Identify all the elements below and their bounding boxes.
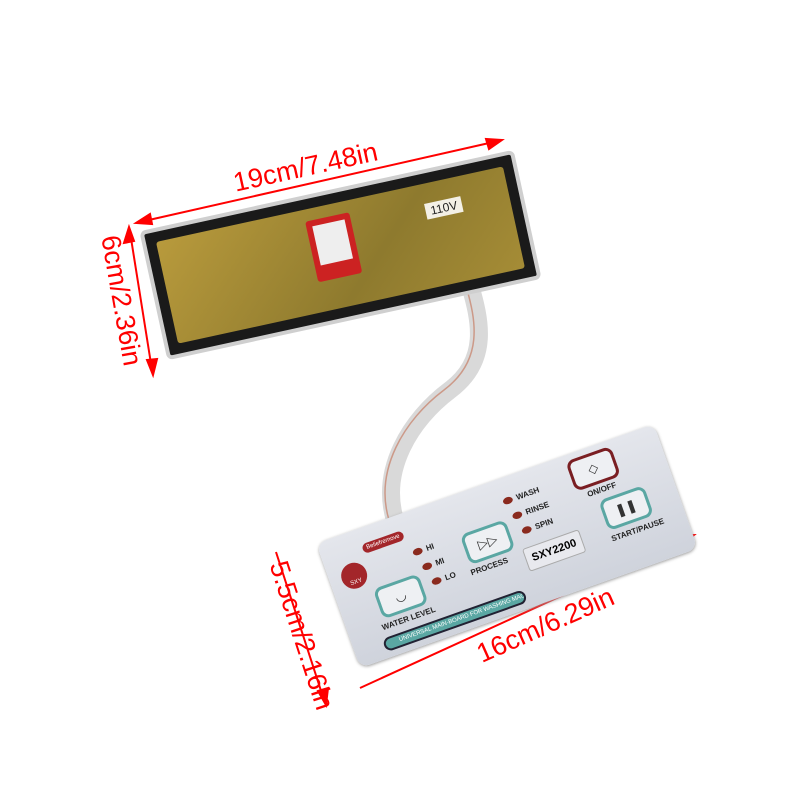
led-spin [520,525,533,535]
level-mi: MI [434,556,446,568]
led-wash [502,495,514,506]
arrowhead [132,212,154,226]
model-label: SXY2200 [521,529,587,572]
level-hi: HI [424,541,436,553]
arrow-board-length [139,140,499,223]
remove-tag: Beliefremove [361,530,406,555]
led-rinse [511,510,524,521]
step-spin: SPIN [533,516,555,532]
arrow-panel-width [275,551,325,701]
step-rinse: RINSE [524,499,551,517]
ribbon-cable-stripe [384,285,475,521]
led-mi [421,561,434,572]
ribbon-cable [382,282,488,523]
led-lo [430,576,443,586]
arrowhead [316,686,330,709]
voltage-label: 110V [424,196,464,220]
brand-badge: SXY [337,559,371,593]
led-hi [411,546,424,557]
arrowhead [484,137,505,151]
step-wash: WASH [514,485,541,502]
level-lo: LO [443,570,458,583]
arrowhead [145,357,159,379]
relay-component [305,212,363,283]
arrow-board-width [129,231,153,371]
arrowhead [122,223,136,245]
